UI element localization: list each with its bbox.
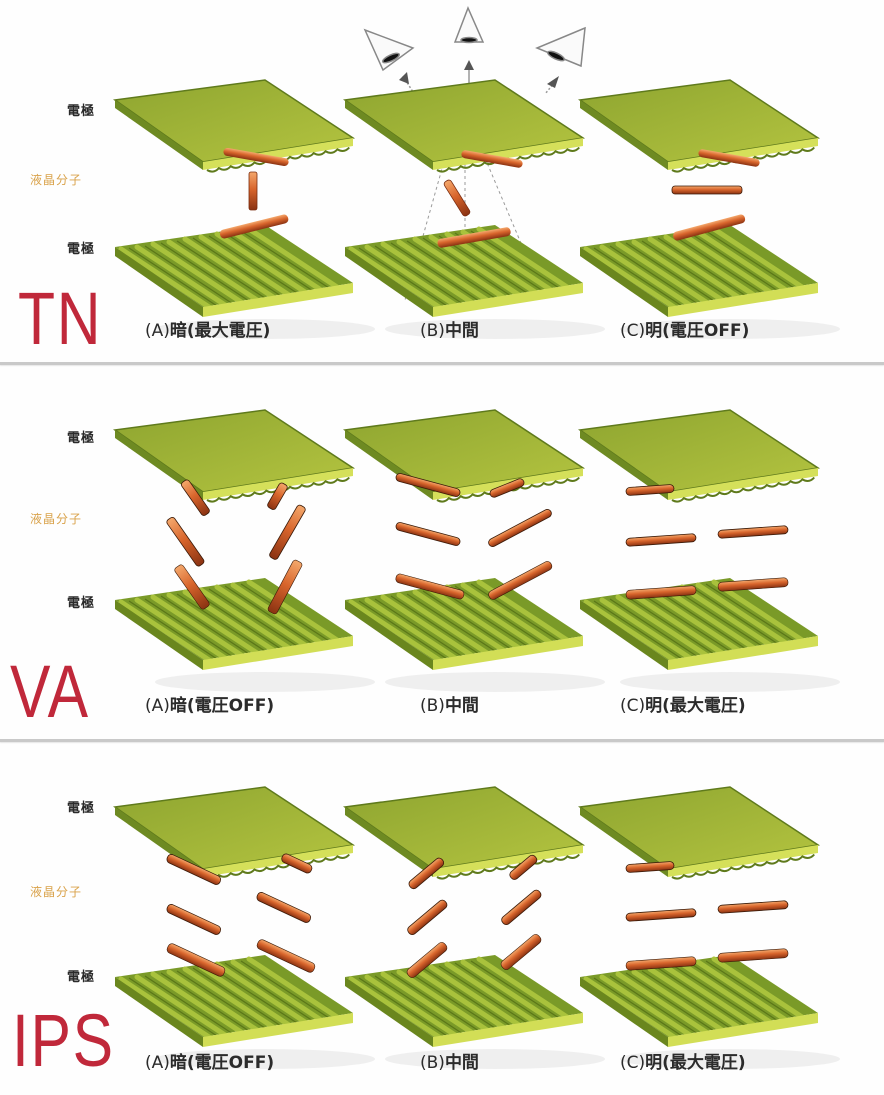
caption-va-b: (B)中間 bbox=[420, 696, 479, 716]
caption-tn-c: (C)明(電圧OFF) bbox=[620, 321, 750, 341]
tech-label-tn: TN bbox=[18, 277, 103, 360]
ips-a-diagram bbox=[115, 786, 355, 1017]
caption-ips-b: (B)中間 bbox=[420, 1053, 479, 1073]
lc-molecule-rod bbox=[437, 227, 511, 248]
lc-molecule-rod bbox=[248, 171, 258, 211]
section-tn: 電極 液晶分子 電極 bbox=[0, 0, 884, 362]
viewer-eyes-group bbox=[363, 6, 586, 95]
va-b-diagram bbox=[345, 409, 585, 640]
label-electrode-bottom: 電極 bbox=[67, 242, 96, 257]
section-va: 電極 液晶分子 電極 bbox=[0, 365, 884, 739]
caption-ips-a: (A)暗(電圧OFF) bbox=[145, 1053, 275, 1073]
tech-label-ips: IPS bbox=[12, 999, 115, 1082]
section-divider bbox=[0, 739, 884, 742]
label-electrode-top: 電極 bbox=[67, 431, 96, 446]
lc-molecule-rod bbox=[673, 214, 746, 241]
section-ips: 電極 液晶分子 電極 bbox=[0, 742, 884, 1095]
eye-right-icon bbox=[535, 26, 586, 95]
caption-tn-a: (A)暗(最大電圧) bbox=[145, 321, 271, 341]
label-lc-molecule: 液晶分子 bbox=[30, 173, 83, 187]
label-electrode-bottom: 電極 bbox=[67, 596, 96, 611]
label-electrode-top: 電極 bbox=[67, 104, 96, 119]
lc-molecule-rod bbox=[698, 149, 760, 167]
tech-label-va: VA bbox=[10, 650, 90, 733]
va-a-diagram bbox=[115, 409, 355, 640]
ips-c-diagram bbox=[580, 786, 820, 1017]
va-c-diagram bbox=[580, 409, 820, 640]
label-electrode-top: 電極 bbox=[67, 801, 96, 816]
label-lc-molecule: 液晶分子 bbox=[30, 512, 83, 526]
caption-tn-b: (B)中間 bbox=[420, 321, 479, 341]
tn-b-diagram bbox=[345, 79, 585, 310]
lc-molecule-rod bbox=[443, 179, 471, 217]
lc-molecule-rod bbox=[223, 147, 289, 167]
ips-b-diagram bbox=[345, 786, 585, 1017]
label-electrode-bottom: 電極 bbox=[67, 970, 96, 985]
eye-center-icon bbox=[453, 6, 485, 92]
tn-c-diagram bbox=[580, 79, 820, 310]
tn-a-diagram bbox=[115, 79, 355, 310]
lc-molecule-rod bbox=[461, 150, 523, 168]
caption-ips-c: (C)明(最大電圧) bbox=[620, 1053, 746, 1073]
eye-left-icon bbox=[363, 28, 415, 93]
caption-va-c: (C)明(最大電圧) bbox=[620, 696, 746, 716]
lc-molecule-rod bbox=[219, 214, 289, 239]
lc-molecule-rod bbox=[671, 185, 743, 195]
caption-va-a: (A)暗(電圧OFF) bbox=[145, 696, 275, 716]
section-divider bbox=[0, 362, 884, 365]
label-lc-molecule: 液晶分子 bbox=[30, 885, 83, 899]
